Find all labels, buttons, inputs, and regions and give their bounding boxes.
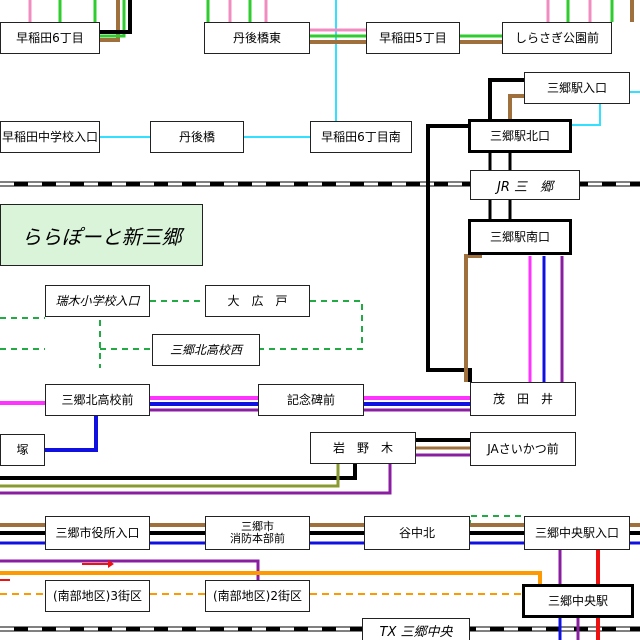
stop-waseda-6chome[interactable]: 早稲田6丁目 [0, 22, 100, 54]
stop-tangobashi-higashi[interactable]: 丹後橋東 [204, 22, 310, 54]
lalaport-shin-misato-landmark: ららぽーと新三郷 [0, 204, 203, 266]
top-routes [28, 0, 640, 138]
stop-ja-saikatsu-mae[interactable]: JAさいかつ前 [470, 432, 576, 466]
stop-waseda-5chome[interactable]: 早稲田5丁目 [366, 22, 460, 54]
community-bus-route [0, 300, 524, 526]
stop-waseda-jhs-iriguchi[interactable]: 早稲田中学校入口 [0, 121, 100, 153]
stop-modai[interactable]: 茂 田 井 [470, 382, 576, 416]
stop-misato-eki-iriguchi[interactable]: 三郷駅入口 [524, 72, 630, 104]
stop-kinenhi-mae[interactable]: 記念碑前 [258, 384, 364, 416]
stop-misato-eki-kitaguchi[interactable]: 三郷駅北口 [468, 119, 572, 153]
stop-misato-chuo-eki[interactable]: 三郷中央駅 [522, 584, 634, 618]
stop-mizuki-es-iriguchi[interactable]: 瑞木小学校入口 [45, 285, 150, 317]
stop-iwanogi[interactable]: 岩 野 木 [310, 432, 416, 464]
stop-misato-kita-hs-mae[interactable]: 三郷北高校前 [45, 384, 150, 416]
stop-misato-chuo-eki-iriguchi[interactable]: 三郷中央駅入口 [524, 516, 630, 550]
black-route-west [426, 124, 472, 382]
stop-ohirato[interactable]: 大 広 戸 [205, 285, 310, 317]
stop-tsuka[interactable]: 塚 [0, 434, 45, 466]
stop-nanbu-2gaiku[interactable]: (南部地区)2街区 [205, 580, 310, 612]
stop-shirasagi-koen-mae[interactable]: しらさぎ公園前 [502, 22, 612, 54]
middle-routes [0, 396, 470, 495]
stop-nanbu-3gaiku[interactable]: (南部地区)3街区 [45, 580, 150, 612]
stop-waseda-6chome-minami[interactable]: 早稲田6丁目南 [310, 121, 412, 153]
tx-misato-chuo-label: TX 三郷中央 [362, 618, 470, 640]
stop-tangobashi[interactable]: 丹後橋 [150, 121, 244, 153]
south-trunk [464, 254, 564, 382]
stop-misato-city-hall-iriguchi[interactable]: 三郷市役所入口 [45, 516, 150, 550]
jr-misato-station-label: JR 三 郷 [470, 170, 580, 200]
stop-yanaka-kita[interactable]: 谷中北 [364, 516, 470, 550]
stop-misato-eki-minamiguchi[interactable]: 三郷駅南口 [468, 219, 572, 255]
stop-misato-fire-hq-mae[interactable]: 三郷市 消防本部前 [205, 516, 310, 550]
stop-misato-kita-hs-nishi[interactable]: 三郷北高校西 [152, 334, 260, 366]
